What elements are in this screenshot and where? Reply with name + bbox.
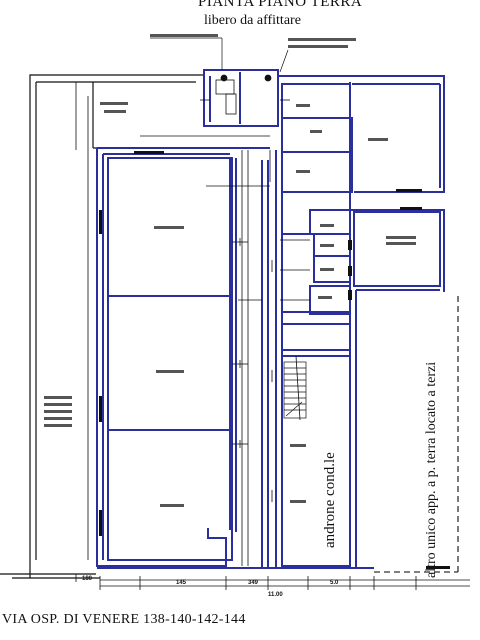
window-marks bbox=[99, 151, 450, 569]
dimension-bottom-1: 145 bbox=[176, 580, 187, 586]
plan-subtitle: libero da affittare bbox=[204, 13, 301, 28]
label-altro-appartamento: altro unico app. a p. terra locato a ter… bbox=[424, 361, 439, 578]
tiny-annotations bbox=[44, 34, 416, 507]
inner-lines bbox=[87, 96, 470, 587]
main-walls bbox=[96, 69, 445, 569]
dimension-ticks bbox=[75, 82, 417, 590]
label-androne: androne cond.le bbox=[322, 452, 338, 548]
street-address: VIA OSP. DI VENERE 138-140-142-144 bbox=[2, 612, 246, 627]
dimension-total-width: 11.00 bbox=[268, 592, 283, 598]
property-line-dashed bbox=[374, 296, 459, 573]
plan-title: PIANTA PIANO TERRA bbox=[198, 0, 363, 10]
fixtures bbox=[215, 74, 272, 115]
dimension-bottom-2: 349 bbox=[248, 580, 259, 586]
leader-lines bbox=[150, 37, 289, 73]
dimension-left-base: 180 bbox=[82, 576, 93, 582]
dimension-bottom-3: 5.0 bbox=[330, 580, 339, 586]
staircase bbox=[283, 361, 307, 419]
